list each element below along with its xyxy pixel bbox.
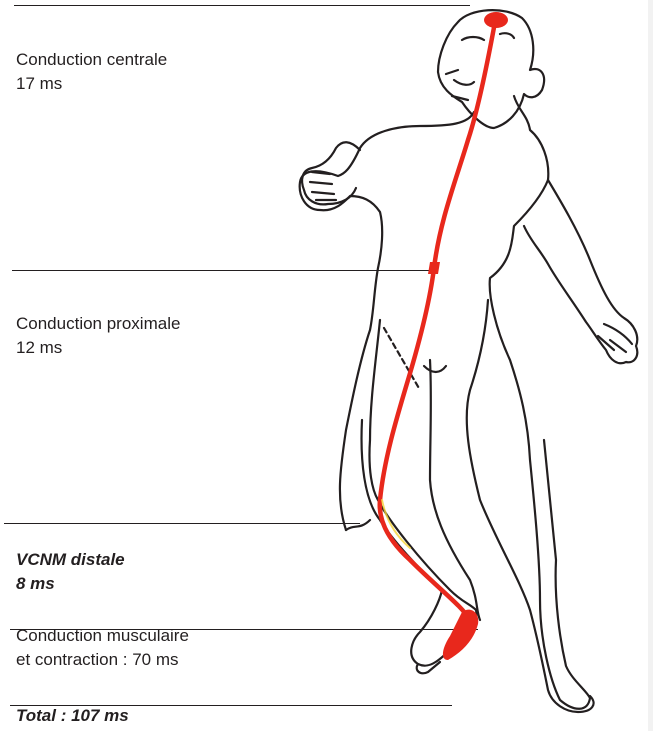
foot-muscle-marker	[443, 610, 478, 660]
spinal-junction-marker	[428, 262, 440, 274]
total-label: Total : 107 ms	[16, 704, 129, 728]
muscular-conduction-label: Conduction musculaire et contraction : 7…	[16, 624, 189, 672]
central-conduction-label: Conduction centrale 17 ms	[16, 48, 167, 96]
right-arm-outline	[524, 180, 637, 363]
nerve-pathway-icon	[380, 12, 508, 660]
proximal-conduction-name: Conduction proximale	[16, 312, 180, 336]
central-conduction-name: Conduction centrale	[16, 48, 167, 72]
distal-velocity-name: VCNM distale	[16, 548, 125, 572]
brain-origin-marker	[484, 12, 508, 28]
head-outline	[438, 10, 544, 128]
muscular-conduction-line1: Conduction musculaire	[16, 624, 189, 648]
proximal-conduction-label: Conduction proximale 12 ms	[16, 312, 180, 360]
distal-velocity-label: VCNM distale 8 ms	[16, 548, 125, 596]
distal-velocity-value: 8 ms	[16, 572, 125, 596]
torso-outline	[300, 96, 590, 709]
central-conduction-value: 17 ms	[16, 72, 167, 96]
muscular-conduction-line2: et contraction : 70 ms	[16, 648, 189, 672]
proximal-conduction-value: 12 ms	[16, 336, 180, 360]
